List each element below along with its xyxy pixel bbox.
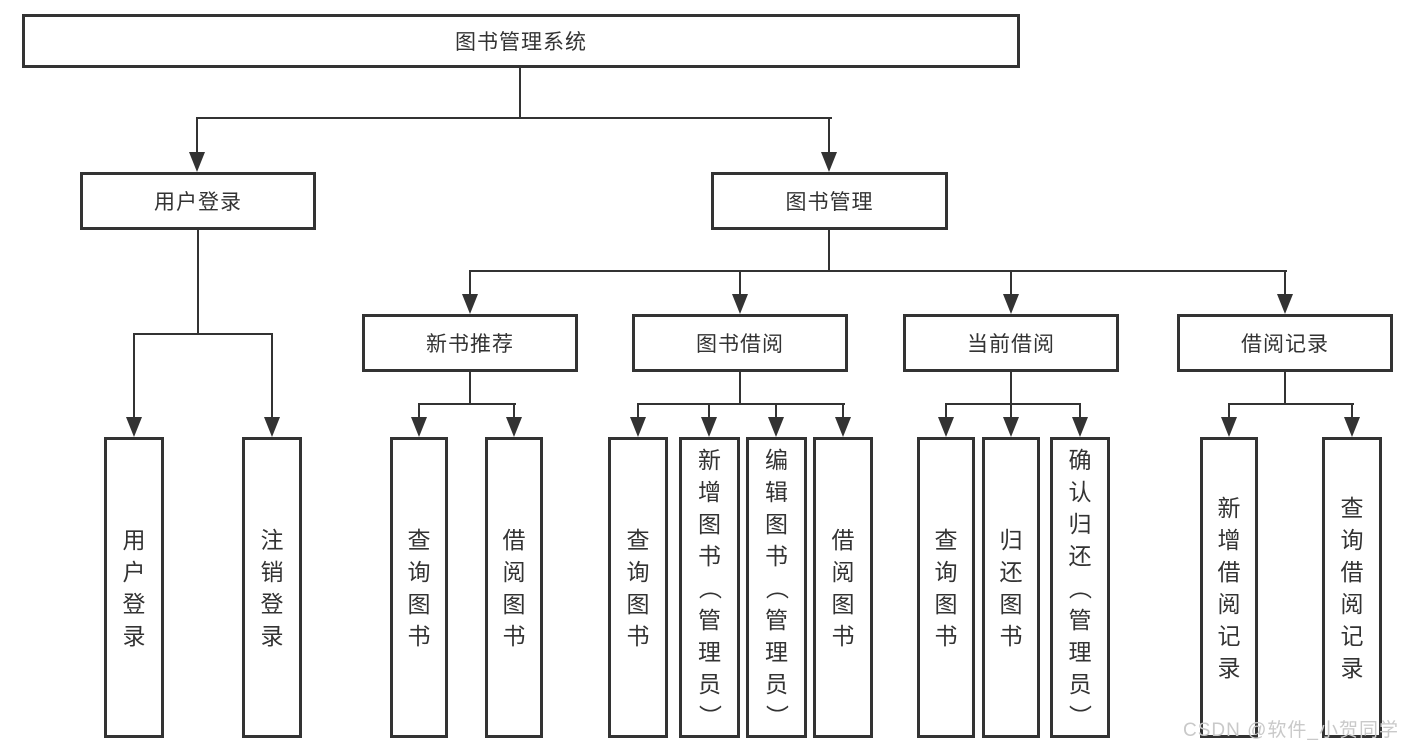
leaf-logout: 注销登录: [242, 437, 302, 738]
connector-drop-book-borrow: [739, 270, 741, 295]
node-new-book-rec: 新书推荐: [362, 314, 578, 372]
connector-newbook-bar: [418, 403, 516, 405]
connector-drop-bb-add: [708, 403, 710, 418]
connector-drop-bb-borrow: [842, 403, 844, 418]
node-borrow-records-label: 借阅记录: [1241, 333, 1329, 356]
leaf-bookborrow-add-admin: 新增图书（管理员）: [679, 437, 740, 738]
node-current-borrow: 当前借阅: [903, 314, 1119, 372]
node-current-borrow-label: 当前借阅: [967, 333, 1055, 356]
node-user-login-group: 用户登录: [80, 172, 316, 230]
arrowhead-bb-edit: [768, 417, 784, 437]
node-root-system: 图书管理系统: [22, 14, 1020, 68]
connector-root-stem: [519, 66, 521, 118]
connector-newbook-stem: [469, 372, 471, 405]
arrowhead-new-book: [462, 294, 478, 314]
connector-userlogin-stem: [197, 230, 199, 335]
arrowhead-cb-return: [1003, 417, 1019, 437]
connector-drop-current-borrow: [1010, 270, 1012, 295]
arrowhead-br-query: [1344, 417, 1360, 437]
node-book-mgmt-group: 图书管理: [711, 172, 948, 230]
node-new-book-rec-label: 新书推荐: [426, 333, 514, 356]
leaf-user-login: 用户登录: [104, 437, 164, 738]
leaf-newbook-borrow: 借阅图书: [485, 437, 543, 738]
connector-drop-new-book: [469, 270, 471, 295]
connector-drop-cb-confirm: [1079, 403, 1081, 418]
arrowhead-cb-confirm: [1072, 417, 1088, 437]
arrowhead-user-login: [189, 152, 205, 172]
connector-bookborrow-bar: [637, 403, 845, 405]
connector-drop-leaf-login: [133, 333, 135, 418]
connector-drop-nb-borrow: [513, 403, 515, 418]
leaf-currentborrow-return: 归还图书: [982, 437, 1040, 738]
arrowhead-book-mgmt: [821, 152, 837, 172]
arrowhead-nb-borrow: [506, 417, 522, 437]
arrowhead-leaf-login: [126, 417, 142, 437]
arrowhead-cb-query: [938, 417, 954, 437]
connector-drop-cb-return: [1010, 403, 1012, 418]
connector-drop-bb-edit: [775, 403, 777, 418]
leaf-currentborrow-query: 查询图书: [917, 437, 975, 738]
node-root-system-label: 图书管理系统: [455, 31, 587, 54]
connector-drop-borrow-records: [1284, 270, 1286, 295]
node-user-login-group-label: 用户登录: [154, 191, 242, 214]
arrowhead-borrow-records: [1277, 294, 1293, 314]
connector-drop-cb-query: [945, 403, 947, 418]
connector-bookmgmt-bar: [469, 270, 1287, 272]
leaf-bookborrow-borrow: 借阅图书: [813, 437, 873, 738]
connector-drop-nb-query: [418, 403, 420, 418]
leaf-records-add: 新增借阅记录: [1200, 437, 1258, 738]
connector-borrowrecords-stem: [1284, 372, 1286, 405]
arrowhead-book-borrow: [732, 294, 748, 314]
connector-bookborrow-stem: [739, 372, 741, 405]
arrowhead-bb-query: [630, 417, 646, 437]
node-book-borrow-label: 图书借阅: [696, 333, 784, 356]
connector-drop-br-add: [1228, 403, 1230, 418]
connector-userlogin-bar: [133, 333, 273, 335]
node-borrow-records: 借阅记录: [1177, 314, 1393, 372]
connector-drop-bb-query: [637, 403, 639, 418]
arrowhead-bb-add: [701, 417, 717, 437]
connector-borrowrecords-bar: [1228, 403, 1354, 405]
leaf-bookborrow-query: 查询图书: [608, 437, 668, 738]
csdn-watermark: CSDN @软件_小贺同学: [1183, 720, 1399, 741]
arrowhead-bb-borrow: [835, 417, 851, 437]
connector-drop-leaf-logout: [271, 333, 273, 418]
node-book-mgmt-group-label: 图书管理: [785, 191, 874, 214]
connector-drop-user-login: [196, 117, 198, 153]
connector-currentborrow-stem: [1010, 372, 1012, 405]
connector-drop-book-mgmt: [828, 117, 830, 153]
connector-drop-br-query: [1351, 403, 1353, 418]
connector-bookmgmt-stem: [828, 230, 830, 272]
node-book-borrow: 图书借阅: [632, 314, 848, 372]
arrowhead-br-add: [1221, 417, 1237, 437]
leaf-records-query: 查询借阅记录: [1322, 437, 1382, 738]
arrowhead-nb-query: [411, 417, 427, 437]
leaf-bookborrow-edit-admin: 编辑图书（管理员）: [746, 437, 807, 738]
leaf-currentborrow-confirm-admin: 确认归还（管理员）: [1050, 437, 1110, 738]
connector-root-bar: [196, 117, 832, 119]
connector-currentborrow-bar: [945, 403, 1081, 405]
arrowhead-current-borrow: [1003, 294, 1019, 314]
arrowhead-leaf-logout: [264, 417, 280, 437]
leaf-newbook-query: 查询图书: [390, 437, 448, 738]
